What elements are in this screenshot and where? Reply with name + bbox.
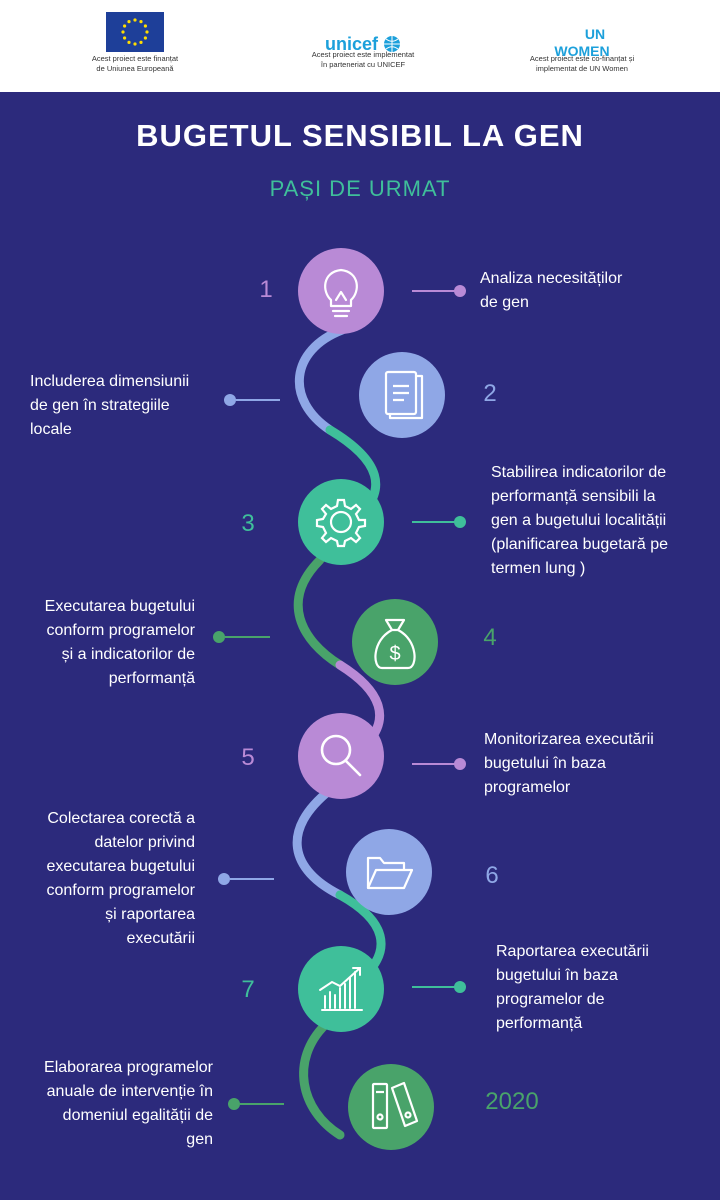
connector-4 bbox=[213, 631, 270, 643]
step-7-circle bbox=[298, 946, 384, 1032]
unicef-logo: unicef bbox=[283, 12, 443, 54]
lightbulb-icon bbox=[324, 268, 358, 318]
step-2-circle bbox=[359, 352, 445, 438]
step-number-3: 3 bbox=[241, 510, 255, 537]
connector-5 bbox=[412, 758, 466, 770]
document-icon bbox=[384, 370, 424, 420]
path-segment bbox=[294, 325, 347, 435]
globe-icon bbox=[384, 36, 401, 52]
header: Acest proiect este finanțat de Uniunea E… bbox=[0, 0, 720, 92]
step-number-6: 6 bbox=[485, 862, 499, 889]
connector-2 bbox=[224, 394, 280, 406]
magnifier-icon bbox=[320, 734, 362, 777]
svg-text:$: $ bbox=[389, 643, 400, 665]
folder-icon bbox=[366, 856, 414, 890]
step-number-8: 2020 bbox=[485, 1088, 539, 1115]
eu-logo-block: Acest proiect este finanțat de Uniunea E… bbox=[55, 12, 215, 74]
connector-7 bbox=[412, 981, 466, 993]
step-5-circle bbox=[298, 713, 384, 799]
connector-6 bbox=[218, 873, 274, 885]
gear-icon bbox=[315, 498, 367, 548]
unwomen-logo-block: UN WOMEN Acest proiect este co-finanțat … bbox=[502, 12, 662, 74]
connector-3 bbox=[412, 516, 466, 528]
step-8-circle bbox=[348, 1064, 434, 1150]
step-number-1: 1 bbox=[259, 276, 273, 303]
eu-flag-icon bbox=[106, 12, 164, 52]
unwomen-logo: UN WOMEN bbox=[554, 26, 610, 59]
connector-1 bbox=[412, 285, 466, 297]
unicef-caption: Acest proiect este implementat în parten… bbox=[311, 50, 415, 69]
unwomen-caption: Acest proiect este co-finanțat și implem… bbox=[529, 54, 635, 73]
step-1-circle bbox=[298, 248, 384, 334]
growth-chart-icon bbox=[319, 967, 363, 1011]
unicef-logo-block: unicef Acest proiect este implementat în… bbox=[283, 12, 443, 70]
step-number-7: 7 bbox=[241, 976, 255, 1003]
path-segment bbox=[292, 785, 345, 900]
page-title: BUGETUL SENSIBIL LA GEN bbox=[136, 118, 584, 153]
page-subtitle: PAȘI DE URMAT bbox=[269, 176, 451, 201]
step-number-5: 5 bbox=[241, 744, 255, 771]
money-bag-icon: $ bbox=[374, 618, 416, 670]
step-number-2: 2 bbox=[483, 380, 497, 407]
connector-8 bbox=[228, 1098, 284, 1110]
eu-caption: Acest proiect este finanțat de Uniunea E… bbox=[91, 54, 179, 73]
path-segment bbox=[299, 1020, 345, 1140]
path-segment bbox=[293, 555, 345, 670]
binders-icon bbox=[371, 1081, 419, 1130]
step-number-4: 4 bbox=[483, 624, 497, 651]
step-3-circle bbox=[298, 479, 384, 565]
step-6-circle bbox=[346, 829, 432, 915]
step-4-circle: $ bbox=[352, 599, 438, 685]
